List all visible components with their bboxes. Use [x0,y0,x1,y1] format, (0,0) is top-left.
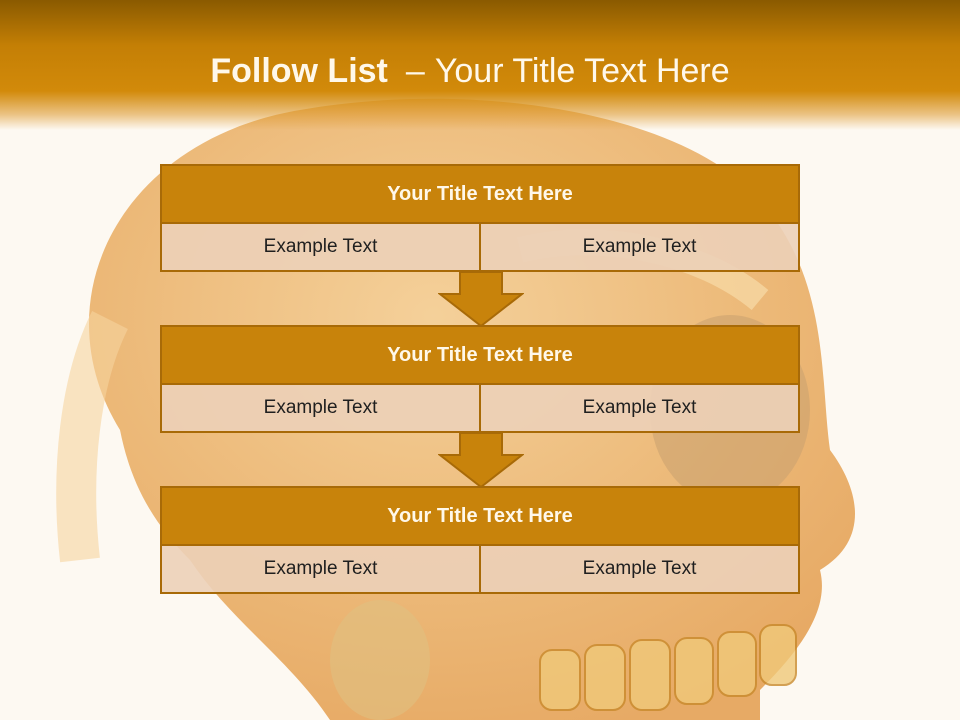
block-row: Example Text Example Text [162,385,798,431]
title-rest: Your Title Text Here [434,52,730,90]
block-cell-left: Example Text [162,385,479,431]
down-arrow-icon [438,432,524,489]
header-band [0,0,960,130]
list-block-1: Your Title Text Here Example Text Exampl… [160,164,800,272]
title-dash: – [405,52,425,90]
block-cell-right: Example Text [479,385,798,431]
page-title: Follow List–Your Title Text Here [0,52,940,91]
block-row: Example Text Example Text [162,546,798,592]
down-arrow-icon [438,271,524,328]
block-title: Your Title Text Here [162,166,798,224]
list-block-2: Your Title Text Here Example Text Exampl… [160,325,800,433]
block-row: Example Text Example Text [162,224,798,270]
block-title: Your Title Text Here [162,327,798,385]
block-title: Your Title Text Here [162,488,798,546]
block-cell-right: Example Text [479,546,798,592]
block-cell-right: Example Text [479,224,798,270]
block-cell-left: Example Text [162,224,479,270]
list-block-3: Your Title Text Here Example Text Exampl… [160,486,800,594]
title-bold: Follow List [210,52,388,90]
block-cell-left: Example Text [162,546,479,592]
